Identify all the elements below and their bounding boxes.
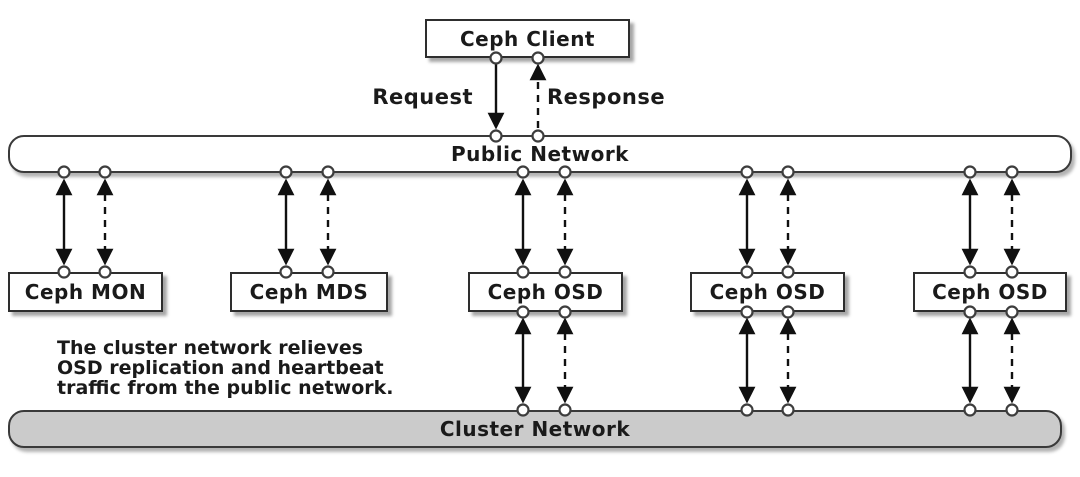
node-ceph-mon: Ceph MON (8, 272, 163, 312)
node-ceph-osd-1: Ceph OSD (468, 272, 623, 312)
cluster-network-bar: Cluster Network (8, 410, 1062, 448)
request-label: Request (372, 85, 473, 109)
node-ceph-osd-2-label: Ceph OSD (709, 280, 826, 304)
public-network-bar: Public Network (8, 135, 1072, 173)
node-ceph-client: Ceph Client (425, 19, 630, 58)
cluster-network-label: Cluster Network (439, 417, 631, 441)
node-ceph-osd-3-label: Ceph OSD (932, 280, 1048, 304)
cluster-network-note: The cluster network relieves OSD replica… (57, 337, 394, 399)
node-ceph-mds-label: Ceph MDS (249, 280, 369, 304)
node-ceph-osd-1-label: Ceph OSD (487, 280, 604, 304)
node-ceph-osd-2: Ceph OSD (690, 272, 845, 312)
public-network-label: Public Network (451, 142, 629, 166)
node-ceph-client-label: Ceph Client (459, 26, 595, 51)
node-ceph-mon-label: Ceph MON (24, 280, 147, 304)
response-label: Response (547, 85, 666, 109)
node-ceph-mds: Ceph MDS (230, 272, 388, 312)
node-ceph-osd-3: Ceph OSD (913, 272, 1067, 312)
